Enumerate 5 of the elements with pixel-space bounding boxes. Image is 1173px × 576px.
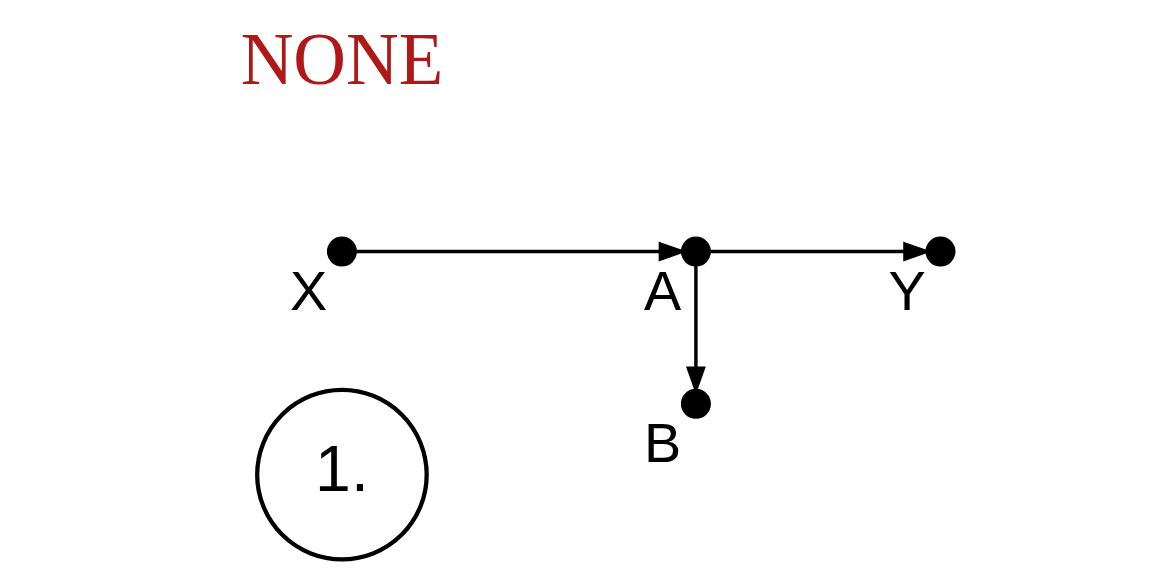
node-label: X [290,260,328,323]
label: NONE [240,18,444,100]
node-label: A [644,260,682,323]
node-label: Y [888,260,926,323]
node-label: B [644,412,682,475]
